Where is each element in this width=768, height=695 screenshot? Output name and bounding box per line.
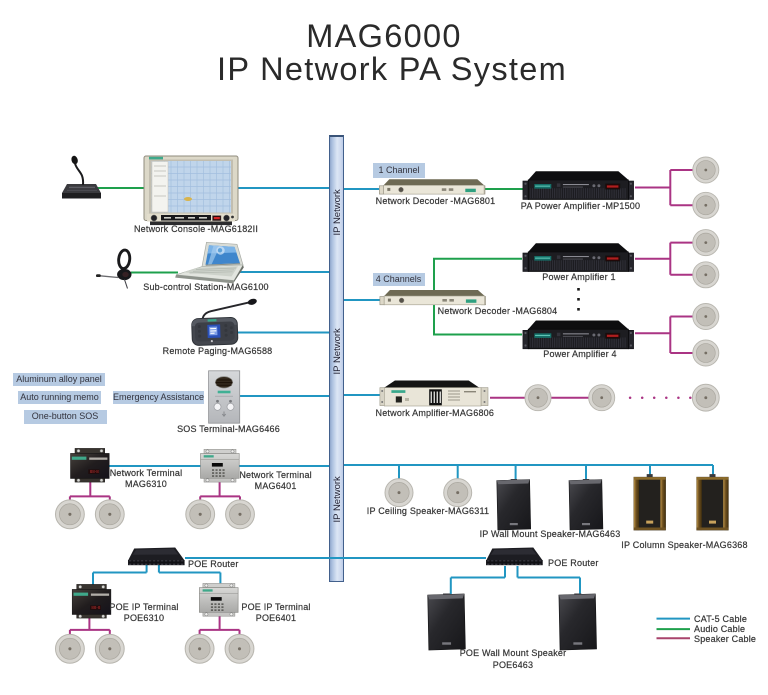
svg-text:IP Network: IP Network	[332, 328, 343, 375]
svg-text:IP Network: IP Network	[332, 476, 343, 523]
svg-text:IP Network: IP Network	[332, 189, 343, 236]
